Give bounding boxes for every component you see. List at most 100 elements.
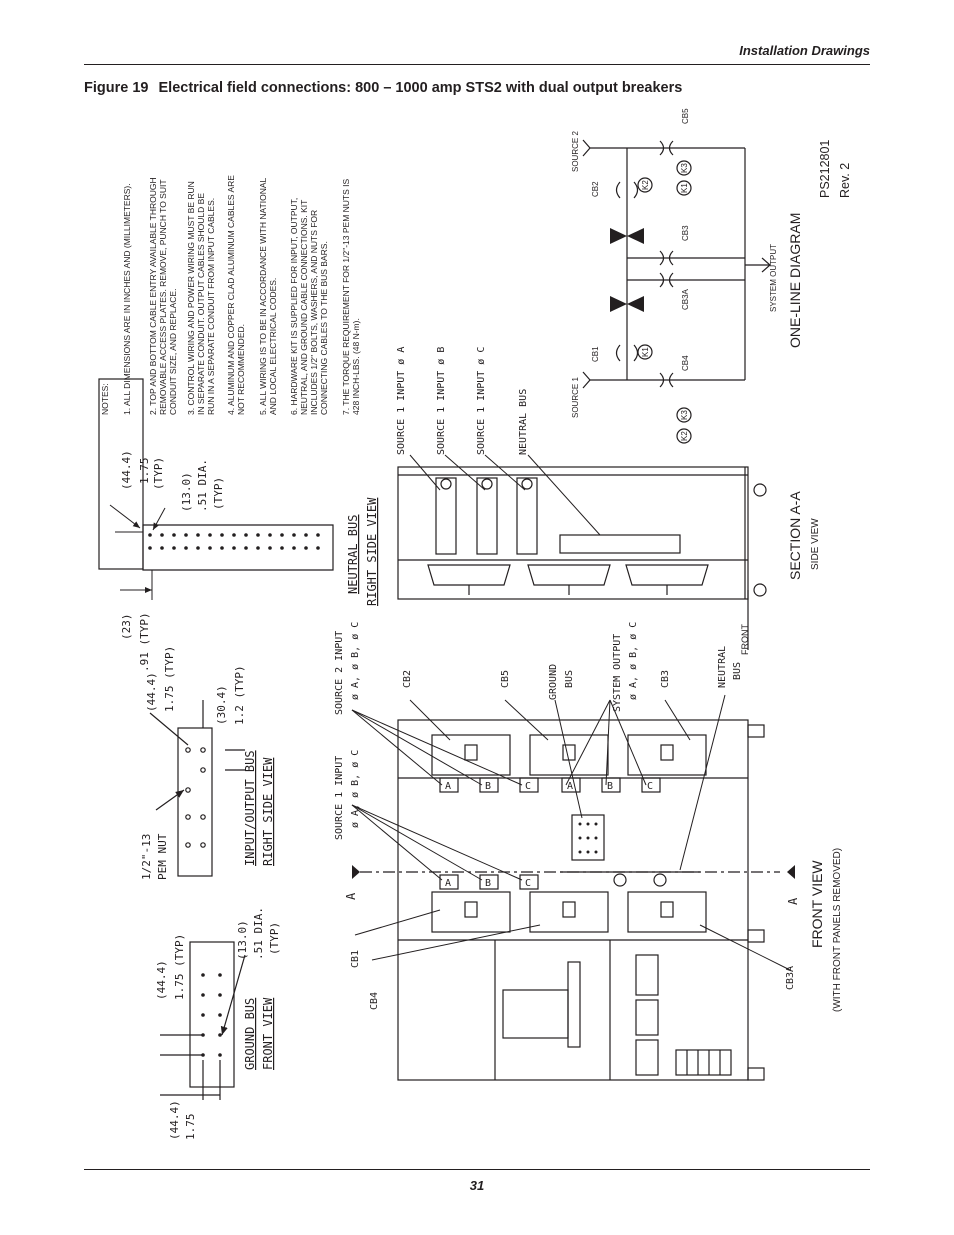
front-view-labels: A B C A B C A B C SOURCE 2 INPUT ø A, ø … (334, 622, 843, 1012)
neutral-bus-bar (142, 524, 334, 571)
fv-title: FRONT VIEW (809, 860, 825, 948)
nb-hole-typ: (TYP) (212, 477, 225, 510)
neutral-bus-drawing (98, 378, 144, 570)
section-header: Installation Drawings (739, 43, 870, 58)
saa-subtitle: SIDE VIEW (810, 518, 821, 570)
fv-phase-a-3: A (445, 878, 451, 889)
note-6-line-2: NEUTRAL, AND GROUND CABLE CONNECTIONS. K… (299, 200, 309, 415)
note-6-line-3: INCLUDES 1/2" BOLTS, WASHERS, AND NUTS F… (309, 210, 319, 415)
cb5-symbol (659, 140, 674, 156)
k3-label-a: K3 (680, 163, 689, 173)
front-view-drawing (352, 719, 795, 1081)
one-line-labels: K2 K1 K3 K1 K3 K2 SOURCE 2 SOURCE 1 CB2 … (571, 108, 852, 441)
gb-hole-mm: (13.0) (236, 920, 249, 960)
page-number: 31 (469, 1178, 485, 1193)
note-1: 1. ALL DIMENSIONS ARE IN INCHES AND (MIL… (122, 183, 132, 415)
k1-label-b: K1 (680, 183, 689, 193)
nb-hole-mm: (13.0) (180, 472, 193, 512)
section-aa-drawing (397, 466, 767, 650)
fv-phase-b-3: B (485, 878, 491, 889)
cb2-label: CB2 (591, 181, 600, 197)
note-3-line-2: IN SEPARATE CONDUIT. OUTPUT CABLES SHOUL… (196, 193, 206, 415)
fv-ground-1: GROUND (548, 664, 559, 700)
cb1-label: CB1 (591, 346, 600, 362)
fv-cb2: CB2 (402, 670, 413, 688)
gb-title-1: GROUND BUS (243, 998, 257, 1070)
io-dim2-in: 1.2 (TYP) (233, 665, 246, 725)
source2-label: SOURCE 2 (571, 131, 580, 172)
saa-front-label: FRONT (740, 624, 750, 655)
fv-section-marker-right: A (786, 897, 800, 905)
cb5-label: CB5 (681, 108, 690, 124)
cb2-symbol (615, 181, 639, 199)
doc-number: PS212801 (818, 140, 832, 198)
nb-hole-in: .51 DIA. (196, 459, 209, 512)
fv-phase-c-3: C (525, 878, 531, 889)
scr-lower (610, 296, 644, 312)
gb-dim1-in: 1.75 (TYP) (173, 934, 186, 1000)
fv-source1-2: ø A, ø B, ø C (350, 750, 361, 828)
io-dim2-mm: (30.4) (215, 685, 228, 725)
k1-label-a: K1 (641, 347, 650, 357)
note-6-line-4: CONNECTING CABLES TO THE BUS BARS. (319, 241, 329, 415)
neutral-bus-labels: (23) .91 (TYP) (44.4) 1.75 (TYP) (13.0) … (120, 450, 379, 672)
io-bus-labels: (44.4) 1.75 (TYP) (30.4) 1.2 (TYP) 1/2"-… (140, 646, 275, 880)
fv-phase-b-2: B (607, 781, 613, 792)
nb-title-1: NEUTRAL BUS (346, 515, 360, 594)
source1-label: SOURCE 1 (571, 377, 580, 418)
neutral-bus-dimensions (109, 504, 166, 600)
fv-phase-a-2: A (567, 781, 573, 792)
saa-label-3: SOURCE 1 INPUT ø C (476, 347, 487, 455)
one-line-diagram (582, 139, 771, 444)
io-dim1-mm: (44.4) (145, 672, 158, 712)
fv-cb3a: CB3A (785, 966, 796, 990)
revision: Rev. 2 (838, 163, 852, 198)
one-line-title: ONE-LINE DIAGRAM (787, 213, 803, 348)
note-6-line-1: 6. HARDWARE KIT IS SUPPLIED FOR INPUT, O… (289, 198, 299, 415)
ground-bus-labels: (44.4) 1.75 (TYP) (44.4) 1.75 (13.0) .51… (155, 907, 281, 1140)
gb-dim1-mm: (44.4) (155, 960, 168, 1000)
gb-hole-in: .51 DIA. (252, 907, 265, 960)
fv-source1-1: SOURCE 1 INPUT (334, 756, 345, 840)
ground-bus-drawing (160, 941, 246, 1100)
cb4-label: CB4 (681, 355, 690, 371)
scr-upper (610, 228, 644, 244)
fv-phase-a-1: A (445, 781, 451, 792)
figure-title: Electrical field connections: 800 – 1000… (158, 80, 683, 96)
note-5-line-2: AND LOCAL ELECTRICAL CODES. (268, 278, 278, 415)
note-2-line-2: REMOVABLE ACCESS PLATES. REMOVE, PUNCH T… (158, 179, 168, 415)
io-title-2: RIGHT SIDE VIEW (261, 757, 275, 866)
io-dim1-in: 1.75 (TYP) (163, 646, 176, 712)
k2-label-b: K2 (680, 431, 689, 441)
fv-source2-1: SOURCE 2 INPUT (334, 631, 345, 715)
k2-label-a: K2 (641, 180, 650, 190)
header-rule (84, 64, 870, 65)
saa-label-2: SOURCE 1 INPUT ø B (436, 347, 447, 455)
note-5-line-1: 5. ALL WIRING IS TO BE IN ACCORDANCE WIT… (258, 177, 268, 415)
nb-title-2: RIGHT SIDE VIEW (365, 497, 379, 606)
fv-sysout-2: ø A, ø B, ø C (628, 622, 639, 700)
cb3-symbol (659, 250, 674, 266)
saa-label-1: SOURCE 1 INPUT ø A (396, 347, 407, 455)
system-output-label: SYSTEM OUTPUT (769, 244, 778, 312)
section-aa-leaders (409, 454, 601, 536)
note-7-line-1: 7. THE TORQUE REQUIREMENT FOR 1/2"-13 PE… (341, 178, 351, 415)
io-pem-1: 1/2"-13 (140, 834, 153, 880)
cb3a-symbol (659, 272, 674, 288)
io-title-1: INPUT/OUTPUT BUS (243, 750, 257, 866)
nb-dim2-typ: (TYP) (152, 457, 165, 490)
fv-source2-2: ø A, ø B, ø C (350, 622, 361, 700)
k3-label-b: K3 (680, 410, 689, 420)
notes-heading: NOTES: (100, 383, 110, 415)
cb3a-label: CB3A (681, 288, 690, 310)
gb-hole-typ: (TYP) (268, 922, 281, 955)
fv-sysout-1: SYSTEM OUTPUT (612, 634, 623, 712)
nb-dim1-in: .91 (TYP) (138, 612, 151, 672)
gb-dim2-in: 1.75 (184, 1114, 197, 1141)
note-7-line-2: 428 INCH-LBS. (48 N-m). (351, 318, 361, 415)
gb-title-2: FRONT VIEW (261, 997, 275, 1070)
fv-cb4: CB4 (369, 992, 380, 1010)
notes-list: 1. ALL DIMENSIONS ARE IN INCHES AND (MIL… (122, 175, 361, 415)
